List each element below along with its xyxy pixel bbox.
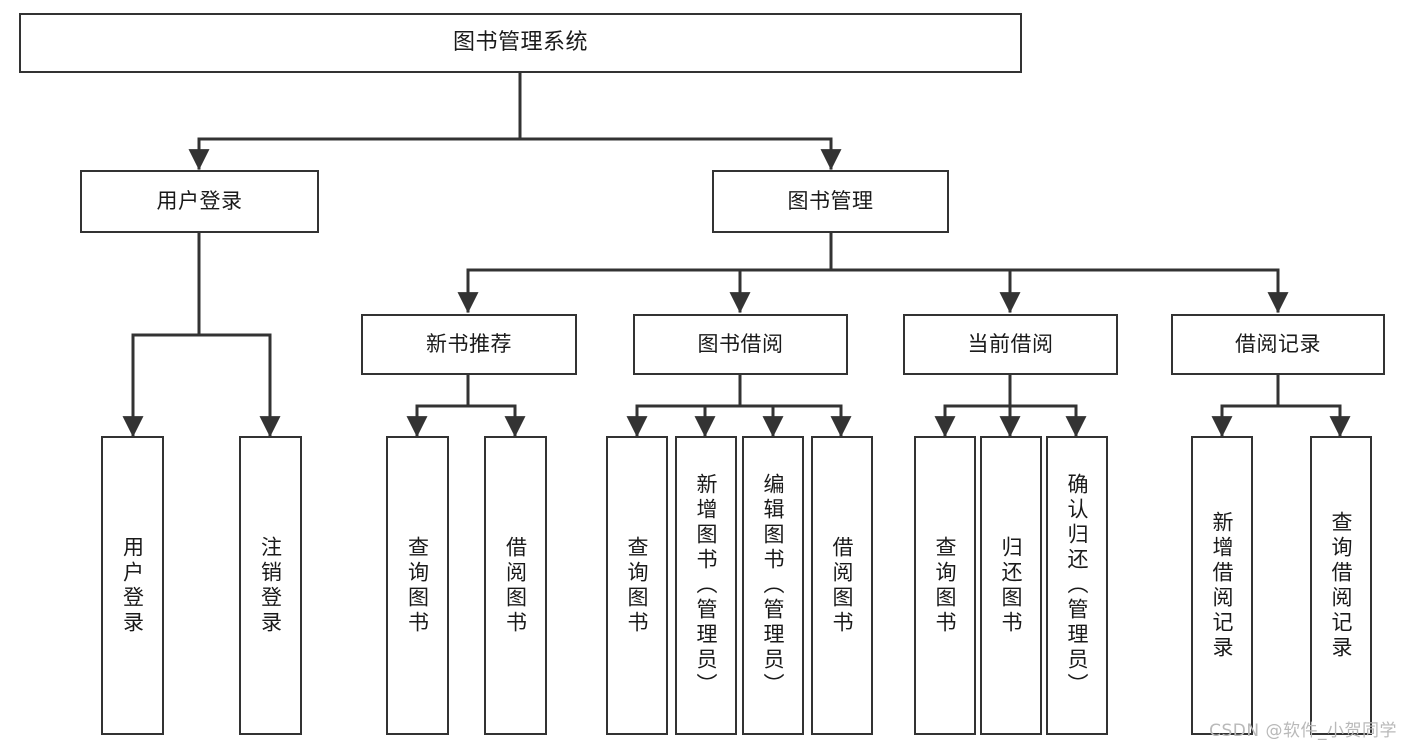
node-book-borrow[interactable]: 图书借阅 xyxy=(633,314,848,375)
node-user-login[interactable]: 用户登录 xyxy=(80,170,319,233)
node-leaf-return-book-label: 归还图书 xyxy=(999,535,1024,636)
node-new-book-rec[interactable]: 新书推荐 xyxy=(361,314,577,375)
node-leaf-borrow-book-2[interactable]: 借阅图书 xyxy=(811,436,873,735)
node-leaf-borrow-book-1-label: 借阅图书 xyxy=(503,535,528,636)
csdn-watermark: CSDN @软件_小贺同学 xyxy=(1209,721,1397,741)
node-leaf-add-book[interactable]: 新增图书（管理员） xyxy=(675,436,737,735)
node-current-borrow[interactable]: 当前借阅 xyxy=(903,314,1118,375)
node-leaf-query-record-label: 查询借阅记录 xyxy=(1329,510,1354,661)
node-leaf-query-book-1-label: 查询图书 xyxy=(405,535,430,636)
node-user-login-label: 用户登录 xyxy=(156,188,243,213)
node-book-manage[interactable]: 图书管理 xyxy=(712,170,949,233)
node-leaf-user-login[interactable]: 用户登录 xyxy=(101,436,164,735)
node-leaf-borrow-book-2-label: 借阅图书 xyxy=(830,535,855,636)
node-root[interactable]: 图书管理系统 xyxy=(19,13,1022,73)
node-leaf-user-logout[interactable]: 注销登录 xyxy=(239,436,302,735)
node-leaf-add-book-label: 新增图书（管理员） xyxy=(694,473,719,698)
node-leaf-query-book-1[interactable]: 查询图书 xyxy=(386,436,449,735)
node-leaf-confirm-return-label: 确认归还（管理员） xyxy=(1065,473,1090,698)
node-leaf-query-book-3-label: 查询图书 xyxy=(933,535,958,636)
node-new-book-rec-label: 新书推荐 xyxy=(426,331,512,356)
node-leaf-query-book-2[interactable]: 查询图书 xyxy=(606,436,668,735)
node-leaf-return-book[interactable]: 归还图书 xyxy=(980,436,1042,735)
node-leaf-confirm-return[interactable]: 确认归还（管理员） xyxy=(1046,436,1108,735)
node-root-label: 图书管理系统 xyxy=(452,29,588,55)
node-book-borrow-label: 图书借阅 xyxy=(697,331,784,356)
node-leaf-add-record-label: 新增借阅记录 xyxy=(1210,510,1235,661)
node-leaf-edit-book-label: 编辑图书（管理员） xyxy=(761,473,786,698)
node-leaf-add-record[interactable]: 新增借阅记录 xyxy=(1191,436,1253,735)
node-borrow-record[interactable]: 借阅记录 xyxy=(1171,314,1385,375)
node-current-borrow-label: 当前借阅 xyxy=(967,331,1054,356)
node-leaf-borrow-book-1[interactable]: 借阅图书 xyxy=(484,436,547,735)
node-leaf-user-login-label: 用户登录 xyxy=(120,535,145,636)
node-borrow-record-label: 借阅记录 xyxy=(1235,331,1321,356)
node-leaf-query-record[interactable]: 查询借阅记录 xyxy=(1310,436,1372,735)
node-leaf-query-book-3[interactable]: 查询图书 xyxy=(914,436,976,735)
node-leaf-query-book-2-label: 查询图书 xyxy=(625,535,650,636)
node-leaf-edit-book[interactable]: 编辑图书（管理员） xyxy=(742,436,804,735)
node-leaf-user-logout-label: 注销登录 xyxy=(258,535,283,636)
node-book-manage-label: 图书管理 xyxy=(787,188,874,213)
